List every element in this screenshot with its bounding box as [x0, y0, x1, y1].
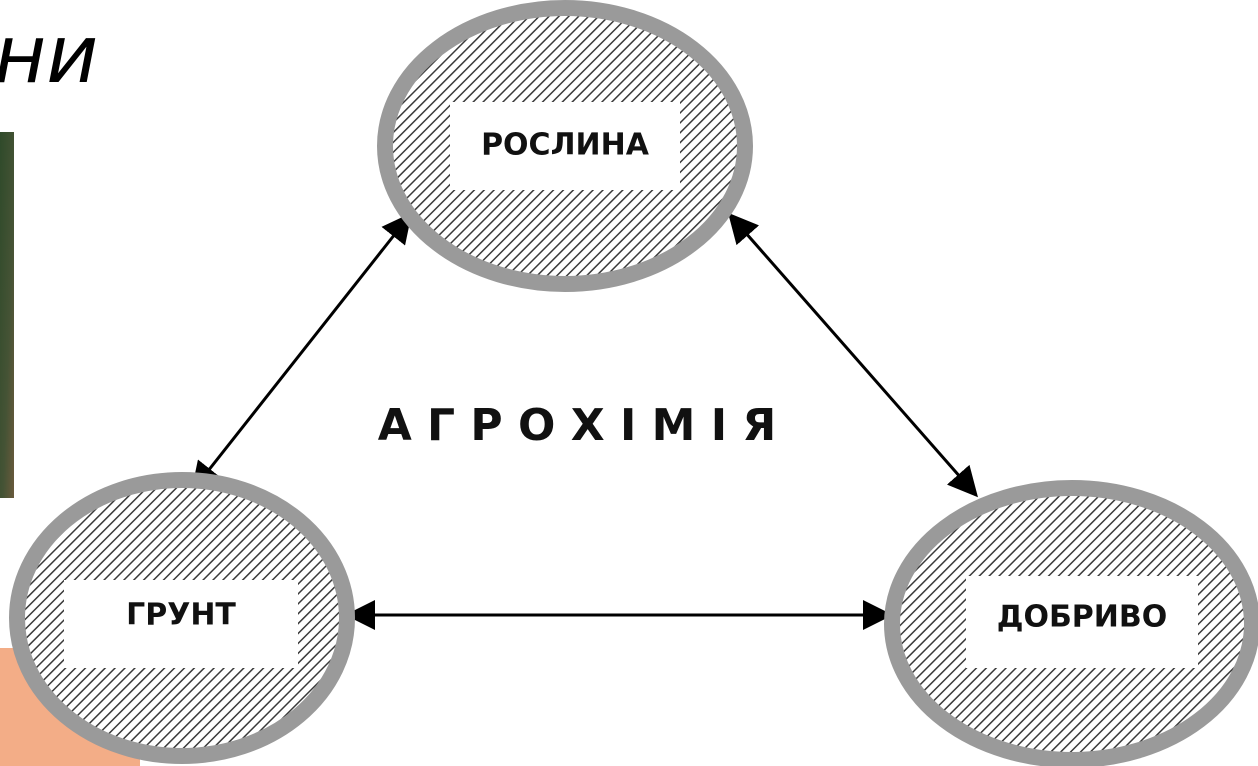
partial-slide-title: ни [0, 8, 98, 101]
node-label-plant: РОСЛИНА [481, 128, 650, 163]
photo-fragment [0, 132, 14, 498]
center-title: А Г Р О Х І М І Я [378, 400, 777, 451]
node-soil: ГРУНТ [9, 472, 355, 764]
node-label-fertilizer: ДОБРИВО [997, 600, 1168, 635]
node-fertilizer: ДОБРИВО [884, 480, 1258, 766]
node-label-soil: ГРУНТ [126, 598, 236, 633]
node-plant: РОСЛИНА [377, 0, 753, 292]
edge-plant-fertilizer [728, 212, 978, 498]
edge-plant-soil [191, 212, 412, 493]
